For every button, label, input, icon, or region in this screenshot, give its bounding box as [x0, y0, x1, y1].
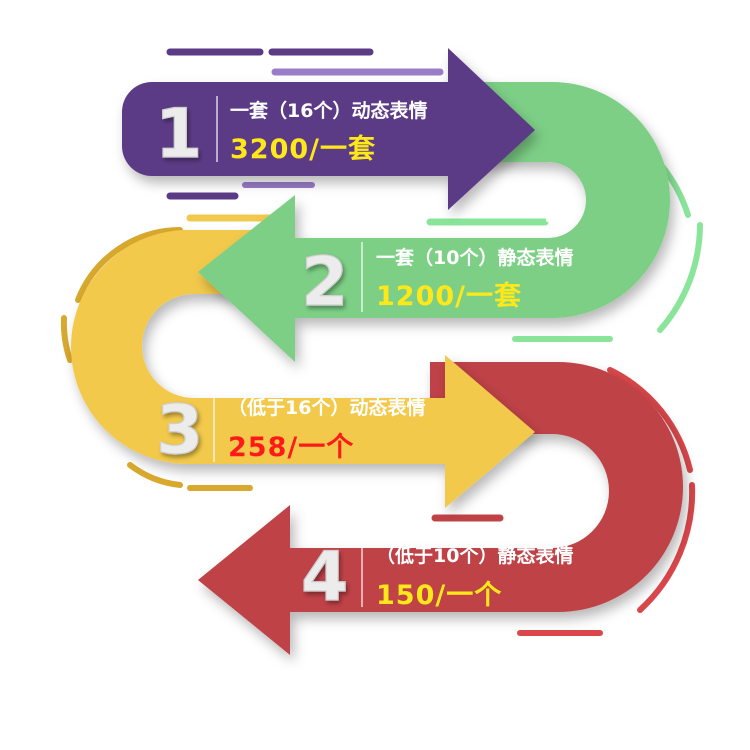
- step-4-title: （低于10个）静态表情: [376, 544, 573, 567]
- step-3-price: 258/一个: [228, 432, 354, 463]
- band-2: [198, 82, 670, 362]
- step-1-price: 3200/一套: [230, 134, 376, 165]
- band-1: [122, 48, 535, 210]
- separators: [213, 96, 363, 607]
- band-4-ring: [543, 486, 554, 522]
- step-3-title: （低于16个）动态表情: [228, 396, 425, 419]
- step-2-number: 2: [301, 243, 348, 322]
- step-3-number: 3: [156, 391, 203, 470]
- band-3-ring: [188, 328, 200, 366]
- step-4-price: 150/一个: [376, 580, 502, 611]
- step-numbers: 1 2 3 4: [154, 94, 349, 617]
- band-4: [198, 362, 683, 655]
- step-2-price: 1200/一套: [376, 281, 522, 312]
- step-4-number: 4: [301, 538, 348, 617]
- step-2-title: 一套（10个）静态表情: [376, 246, 573, 269]
- step-1-title: 一套（16个）动态表情: [230, 99, 427, 122]
- band-3: [71, 230, 535, 508]
- step-1-number: 1: [155, 95, 202, 174]
- band-2-ring: [546, 180, 561, 222]
